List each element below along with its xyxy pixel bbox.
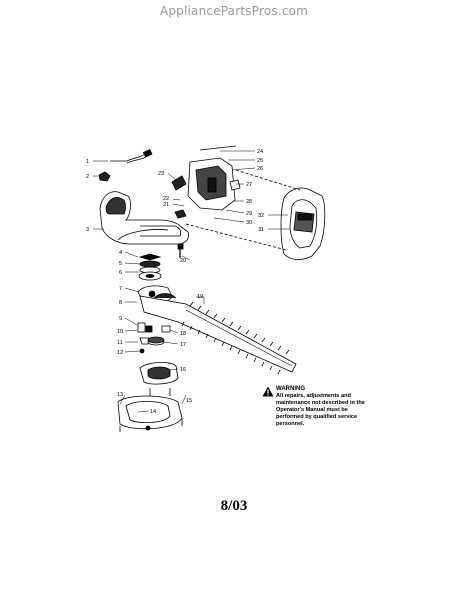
callout-28: 28	[246, 199, 252, 205]
callout-26: 26	[257, 166, 263, 172]
callout-10: 10	[117, 329, 123, 335]
callout-18: 18	[180, 331, 186, 337]
callout-22: 22	[163, 196, 169, 202]
callout-8: 8	[119, 300, 122, 306]
callout-19: 19	[197, 294, 203, 300]
callout-15: 15	[186, 398, 192, 404]
callout-6: 6	[119, 270, 122, 276]
callout-27: 27	[246, 182, 252, 188]
callout-32: 32	[258, 213, 264, 219]
callout-3: 3	[86, 227, 89, 233]
blade-teeth	[181, 301, 290, 375]
callout-2: 2	[86, 174, 89, 180]
warning-title: WARNING	[276, 386, 305, 392]
warning-text: All repairs, adjustments and maintenance…	[276, 393, 365, 427]
cord-plug-part	[110, 148, 153, 164]
callout-20: 20	[180, 258, 186, 264]
callout-24: 24	[257, 149, 263, 155]
callout-12: 12	[117, 350, 123, 356]
switch-assembly	[171, 145, 241, 219]
callout-29: 29	[246, 211, 252, 217]
drive-components	[137, 322, 171, 354]
callout-1: 1	[86, 159, 89, 165]
revision-date: 8/03	[220, 498, 248, 514]
rear-handle-housing	[99, 191, 189, 245]
callout-30: 30	[246, 220, 252, 226]
callout-23: 23	[158, 171, 164, 177]
warning-triangle-icon	[262, 386, 274, 397]
callout-4: 4	[119, 250, 122, 256]
callout-11: 11	[117, 340, 123, 346]
callout-25: 25	[257, 158, 263, 164]
front-handle-guard	[280, 187, 326, 260]
site-watermark: AppliancePartsPros.com	[159, 4, 309, 18]
callout-17: 17	[180, 342, 186, 348]
callout-7: 7	[119, 286, 122, 292]
callout-5: 5	[119, 261, 122, 267]
cutter-blade	[139, 293, 297, 373]
callout-13: 13	[117, 392, 123, 398]
callout-31: 31	[258, 227, 264, 233]
cord-retainer-part	[98, 171, 111, 182]
base-frame	[117, 388, 183, 432]
callout-9: 9	[119, 316, 122, 322]
callout-16: 16	[180, 367, 186, 373]
callout-21: 21	[163, 202, 169, 208]
callout-14: 14	[150, 409, 156, 415]
